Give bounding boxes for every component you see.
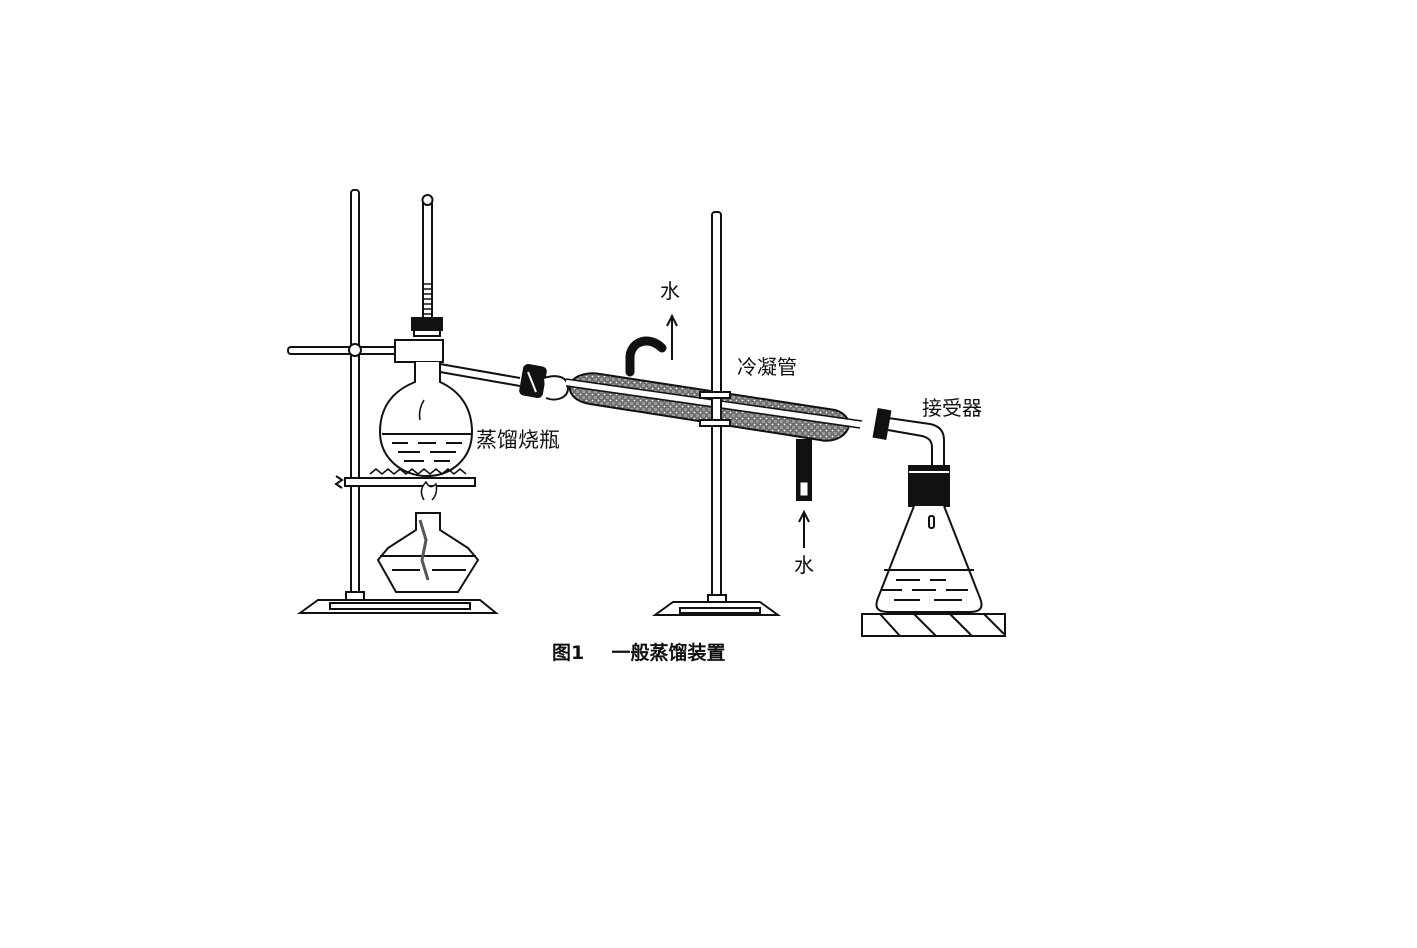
wire-gauze xyxy=(369,468,467,475)
alcohol-lamp xyxy=(376,480,480,593)
adapter xyxy=(872,408,945,470)
caption-title: 一般蒸馏装置 xyxy=(611,642,726,664)
iron-stand-middle xyxy=(651,211,782,616)
caption-number: 图1 xyxy=(552,642,585,664)
label-water-in: 水 xyxy=(794,553,814,577)
thermometer xyxy=(394,194,444,377)
label-receiver: 接受器 xyxy=(922,396,982,420)
label-distillation-flask: 蒸馏烧瓶 xyxy=(476,428,560,452)
distillation-flask xyxy=(378,362,521,478)
wooden-block xyxy=(861,613,1006,637)
erlenmeyer-flask-receiver xyxy=(875,465,983,613)
water-in-arrow xyxy=(798,509,810,548)
water-out-arrow xyxy=(666,313,678,360)
figure-caption: 图1 一般蒸馏装置 xyxy=(552,638,726,665)
stopper-connector xyxy=(519,363,570,401)
label-condenser: 冷凝管 xyxy=(737,355,797,379)
label-water-out: 水 xyxy=(660,279,680,303)
